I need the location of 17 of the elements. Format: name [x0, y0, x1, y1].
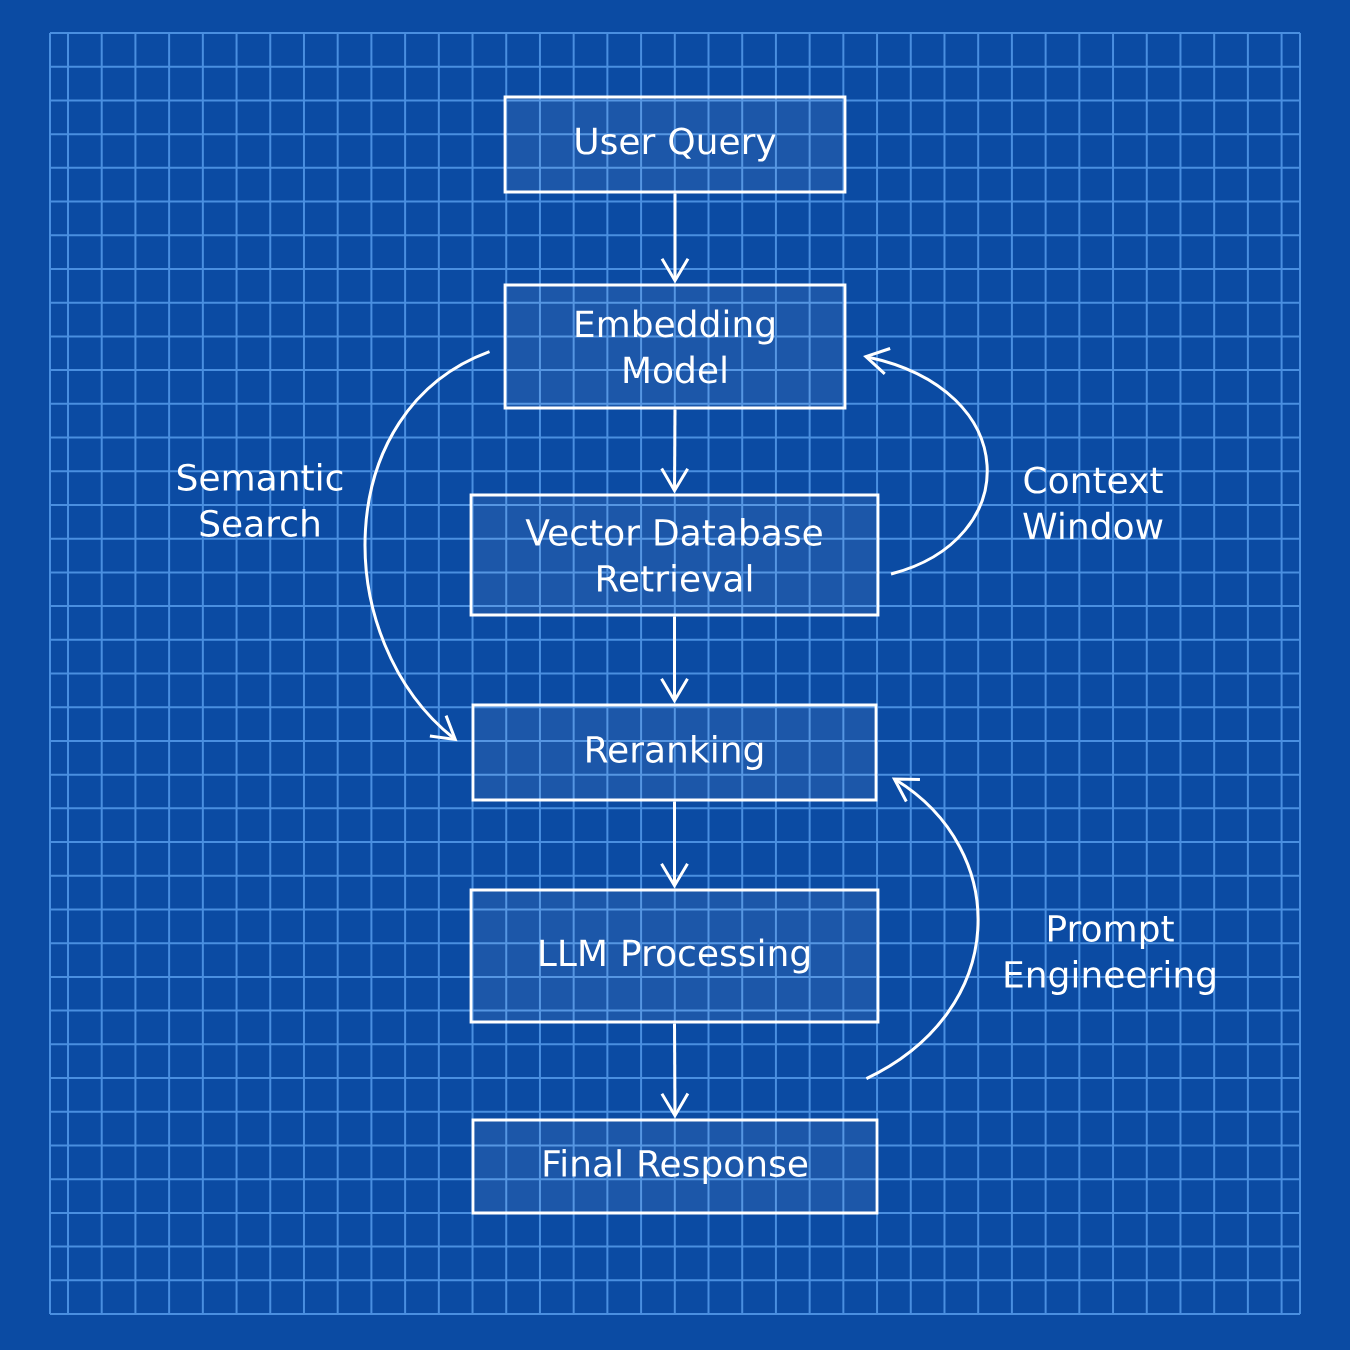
arrow [660, 1023, 690, 1119]
edge-label: Prompt Engineering [1005, 915, 1215, 995]
edge-label: Semantic Search [177, 463, 343, 537]
arrow [660, 801, 689, 889]
arrow [660, 409, 689, 494]
arrow [660, 193, 690, 284]
edge-label: Context Window [1023, 466, 1163, 540]
arrow [865, 777, 980, 1080]
process-box: Final Response [471, 1118, 879, 1215]
arrow [363, 350, 491, 742]
process-box: Reranking [471, 703, 878, 802]
process-box: Vector Database Retrieval [469, 493, 880, 617]
process-box: User Query [503, 95, 847, 194]
arrow [660, 616, 689, 704]
process-box: Embedding Model [503, 283, 847, 410]
process-box: LLM Processing [469, 888, 880, 1024]
arrow [863, 347, 989, 576]
